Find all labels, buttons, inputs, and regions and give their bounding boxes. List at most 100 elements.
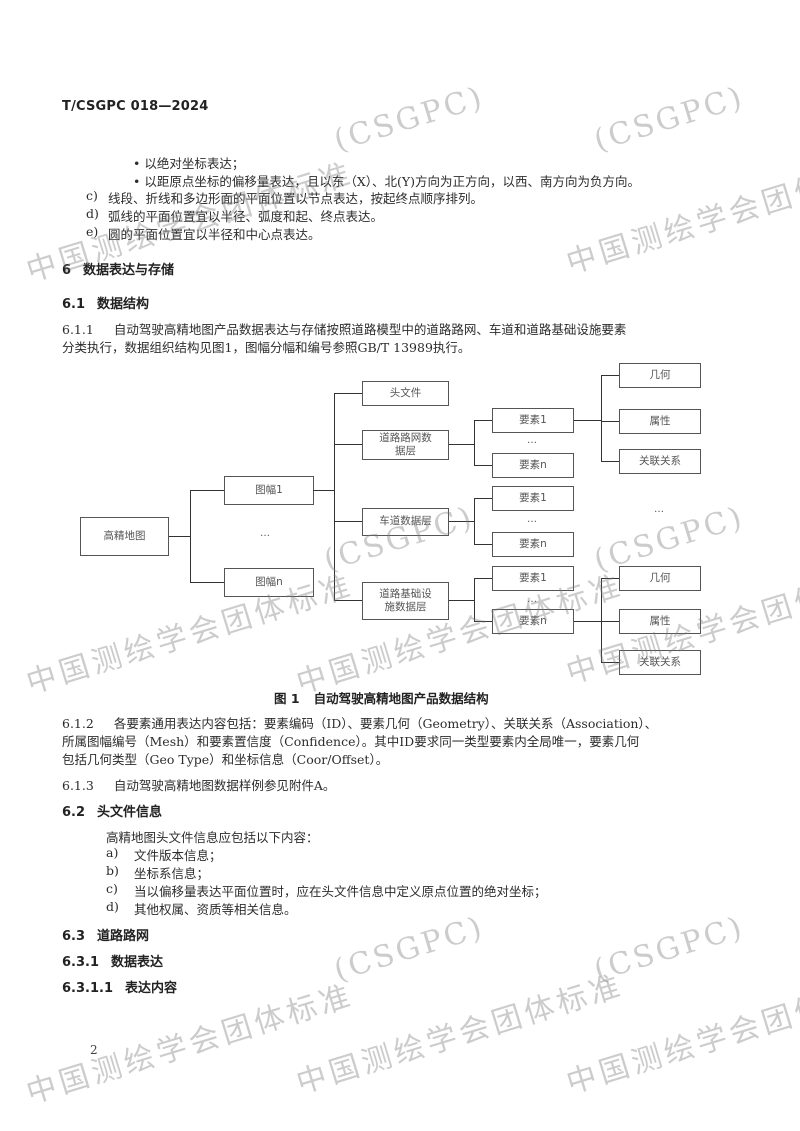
list-marker: d) [106, 899, 119, 914]
clause-text: 自动驾驶高精地图数据样例参见附件A。 [113, 778, 336, 793]
connector [601, 461, 619, 463]
connector [601, 578, 619, 580]
ellipsis: … [527, 594, 538, 605]
list-marker: a) [106, 845, 119, 860]
section-title: 头文件信息 [97, 805, 163, 820]
section-number: 6.3.1.1 [62, 981, 113, 996]
section-title: 表达内容 [125, 981, 178, 996]
element-box: 要素1 [492, 566, 574, 591]
watermark-abbr: (CSGPC) [590, 909, 749, 989]
paragraph-intro: 高精地图头文件信息应包括以下内容： [106, 830, 319, 845]
list-item-text: 坐标系信息； [134, 866, 210, 881]
section-title: 道路路网 [97, 929, 150, 944]
attr-geometry-box: 几何 [619, 363, 701, 388]
watermark-org: 中国测绘学会团体标准 [562, 148, 800, 282]
connector [190, 582, 224, 584]
connector [334, 393, 336, 601]
connector [334, 521, 362, 523]
list-marker: c) [106, 881, 118, 896]
section-number: 6.2 [62, 805, 86, 820]
layer-header-file: 头文件 [362, 381, 449, 406]
connector [474, 544, 492, 546]
list-marker: e) [86, 224, 99, 239]
watermark-abbr: (CSGPC) [330, 909, 489, 989]
connector [449, 521, 474, 523]
connector [334, 444, 362, 446]
watermark-org: 中国测绘学会团体标准 [292, 968, 628, 1102]
clause-text: 自动驾驶高精地图产品数据表达与存储按照道路模型中的道路路网、车道和道路基础设施要… [113, 322, 627, 337]
connector [601, 421, 619, 423]
connector [449, 444, 474, 446]
attr-geometry-box: 几何 [619, 566, 701, 591]
section-heading-6-3: 6.3 道路路网 [62, 925, 149, 944]
ellipsis: … [527, 435, 538, 446]
element-box: 要素n [492, 532, 574, 557]
attr-association-box: 关联关系 [619, 449, 701, 474]
clause-text: 各要素通用表达内容包括：要素编码（ID）、要素几何（Geometry）、关联关系… [113, 716, 658, 731]
connector [449, 600, 474, 602]
list-item-text: 弧线的平面位置宜以半径、弧度和起、终点表达。 [108, 209, 384, 224]
clause-number: 6.1.3 [62, 778, 94, 793]
list-item-text: 当以偏移量表达平面位置时，应在头文件信息中定义原点位置的绝对坐标； [134, 884, 547, 899]
watermark-abbr: (CSGPC) [330, 79, 489, 159]
attr-property-box: 属性 [619, 609, 701, 634]
element-box: 要素n [492, 609, 574, 634]
section-number: 6.1 [62, 297, 86, 312]
connector [474, 498, 476, 544]
clause-6-1-2-line1: 6.1.2 各要素通用表达内容包括：要素编码（ID）、要素几何（Geometry）… [62, 713, 657, 732]
connector [601, 662, 619, 664]
figure-caption: 图 1 自动驾驶高精地图产品数据结构 [274, 688, 489, 707]
sheet-last-box: 图幅n [224, 568, 314, 597]
list-marker: b) [106, 863, 119, 878]
connector [474, 578, 492, 580]
clause-6-1-2-line2: 所属图幅编号（Mesh）和要素置信度（Confidence）。其中ID要求同一类… [62, 734, 640, 749]
section-number: 6.3 [62, 929, 86, 944]
figure-label: 图 1 [274, 691, 300, 706]
connector [474, 498, 492, 500]
section-heading-6-2: 6.2 头文件信息 [62, 801, 162, 820]
connector [601, 375, 619, 377]
standard-number: T/CSGPC 018—2024 [62, 99, 209, 114]
clause-6-1-2-line3: 包括几何类型（Geo Type）和坐标信息（Coor/Offset）。 [62, 752, 389, 767]
section-heading-6-1: 6.1 数据结构 [62, 293, 149, 312]
layer-infrastructure: 道路基础设施数据层 [362, 582, 449, 620]
layer-road-network: 道路路网数据层 [362, 430, 449, 460]
list-item-text: 线段、折线和多边形面的平面位置以节点表达，按起终点顺序排列。 [108, 191, 484, 206]
section-title: 数据结构 [97, 297, 150, 312]
sheet-first-box: 图幅1 [224, 476, 314, 505]
watermark-abbr: (CSGPC) [590, 79, 749, 159]
list-marker: d) [86, 206, 99, 221]
root-box: 高精地图 [80, 517, 169, 556]
connector [474, 420, 476, 466]
element-box: 要素1 [492, 486, 574, 511]
figure-title: 自动驾驶高精地图产品数据结构 [313, 691, 489, 706]
clause-6-1-1-line2: 分类执行，数据组织结构见图1，图幅分幅和编号参照GB/T 13989执行。 [62, 340, 471, 355]
connector [601, 375, 603, 461]
clause-6-1-3: 6.1.3 自动驾驶高精地图数据样例参见附件A。 [62, 775, 335, 794]
connector [601, 578, 603, 663]
section-number: 6.3.1 [62, 955, 100, 970]
element-box: 要素1 [492, 408, 574, 433]
connector [313, 490, 334, 492]
watermark-org: 中国测绘学会团体标准 [292, 568, 628, 702]
connector [190, 490, 192, 582]
bullet-item: • 以绝对坐标表达； [133, 156, 245, 171]
element-box: 要素n [492, 453, 574, 478]
connector [574, 621, 601, 623]
attr-property-box: 属性 [619, 409, 701, 434]
ellipsis: … [260, 528, 271, 539]
connector [190, 490, 224, 492]
list-item-text: 文件版本信息； [134, 848, 222, 863]
clause-number: 6.1.2 [62, 716, 94, 731]
connector [474, 621, 492, 623]
section-heading-6-3-1-1: 6.3.1.1 表达内容 [62, 977, 177, 996]
section-title: 数据表达与存储 [83, 263, 175, 278]
page-number: 2 [90, 1043, 98, 1057]
connector [574, 420, 601, 422]
connector [601, 621, 619, 623]
attr-association-box: 关联关系 [619, 650, 701, 675]
ellipsis: … [654, 504, 665, 515]
